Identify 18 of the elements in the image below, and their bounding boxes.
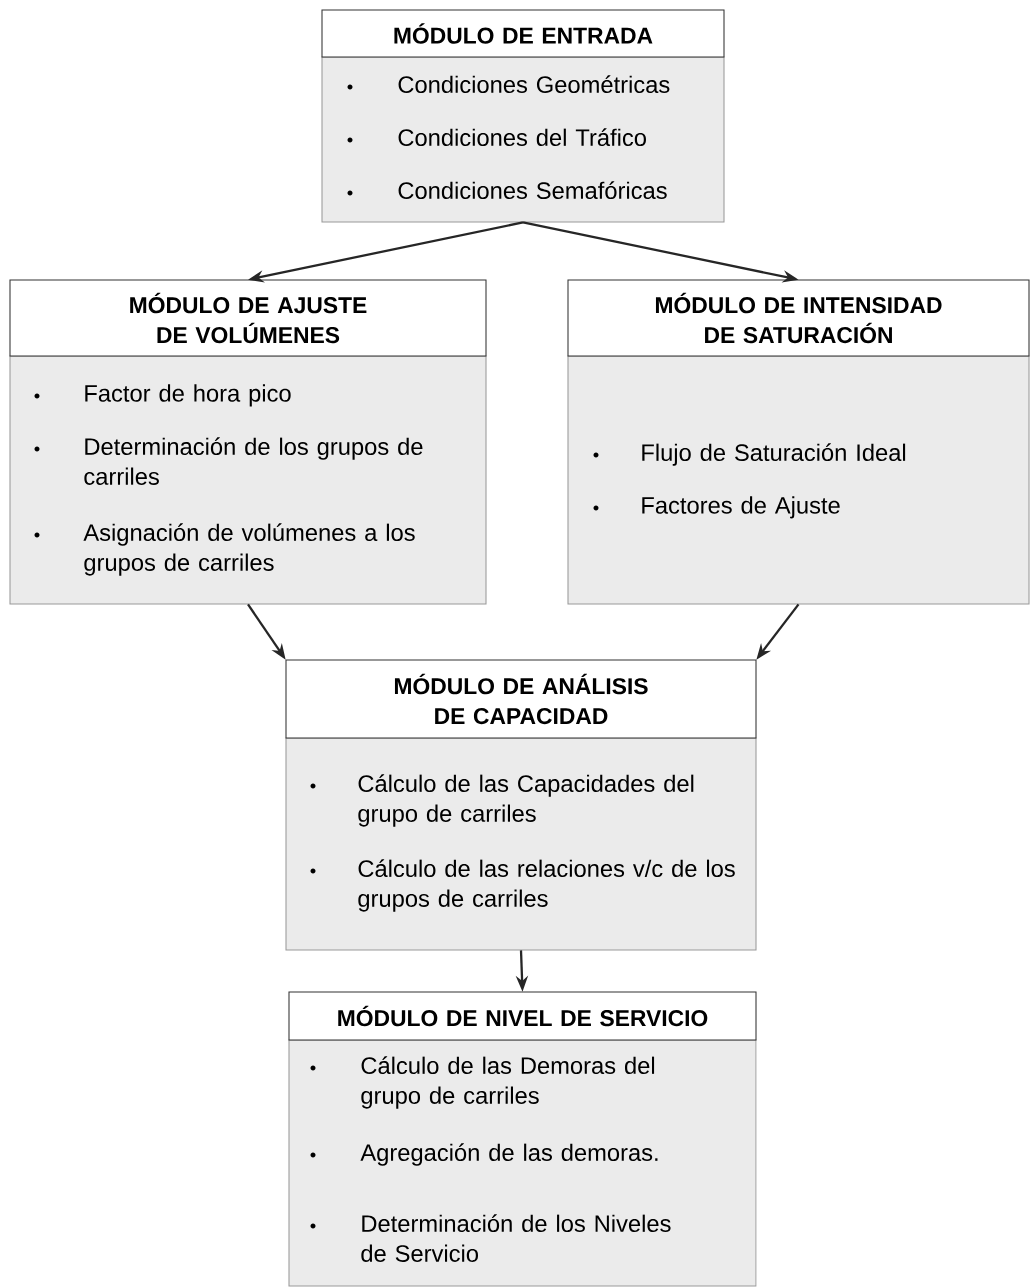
list-item: Agregación de las demoras. bbox=[360, 1143, 658, 1166]
list-item: Condiciones Semafóricas bbox=[398, 181, 667, 200]
list-item: Determinación de los grupos de carriles bbox=[84, 437, 423, 485]
list-item: Flujo de Saturación Ideal bbox=[642, 443, 906, 466]
list-item: Cálculo de las Demoras del grupo de carriles bbox=[361, 1056, 655, 1109]
list-item: Cálculo de las Capacidades del grupo de carriles bbox=[358, 774, 694, 827]
list-item: Asignación de volúmenes a los grupos de carriles bbox=[83, 523, 415, 576]
module-header: MÓDULO DE AJUSTE DE VOLÚMENES bbox=[9, 279, 487, 357]
module-header: MÓDULO DE ANÁLISIS DE CAPACIDAD bbox=[285, 659, 757, 739]
list-item: Factores de Ajuste bbox=[642, 496, 840, 519]
list-item: Cálculo de las relaciones v/c de los grupos de carriles bbox=[358, 859, 735, 912]
list-item: Condiciones del Tráfico bbox=[398, 128, 646, 147]
module-header: MÓDULO DE ENTRADA bbox=[321, 9, 725, 58]
module-header: MÓDULO DE INTENSIDAD DE SATURACIÓN bbox=[567, 279, 1030, 357]
list-item: Factor de hora pico bbox=[85, 384, 291, 407]
list-item: Determinación de los Niveles de Servicio bbox=[361, 1214, 671, 1262]
module-header: MÓDULO DE NIVEL DE SERVICIO bbox=[288, 991, 757, 1041]
list-item: Condiciones Geométricas bbox=[398, 75, 670, 94]
